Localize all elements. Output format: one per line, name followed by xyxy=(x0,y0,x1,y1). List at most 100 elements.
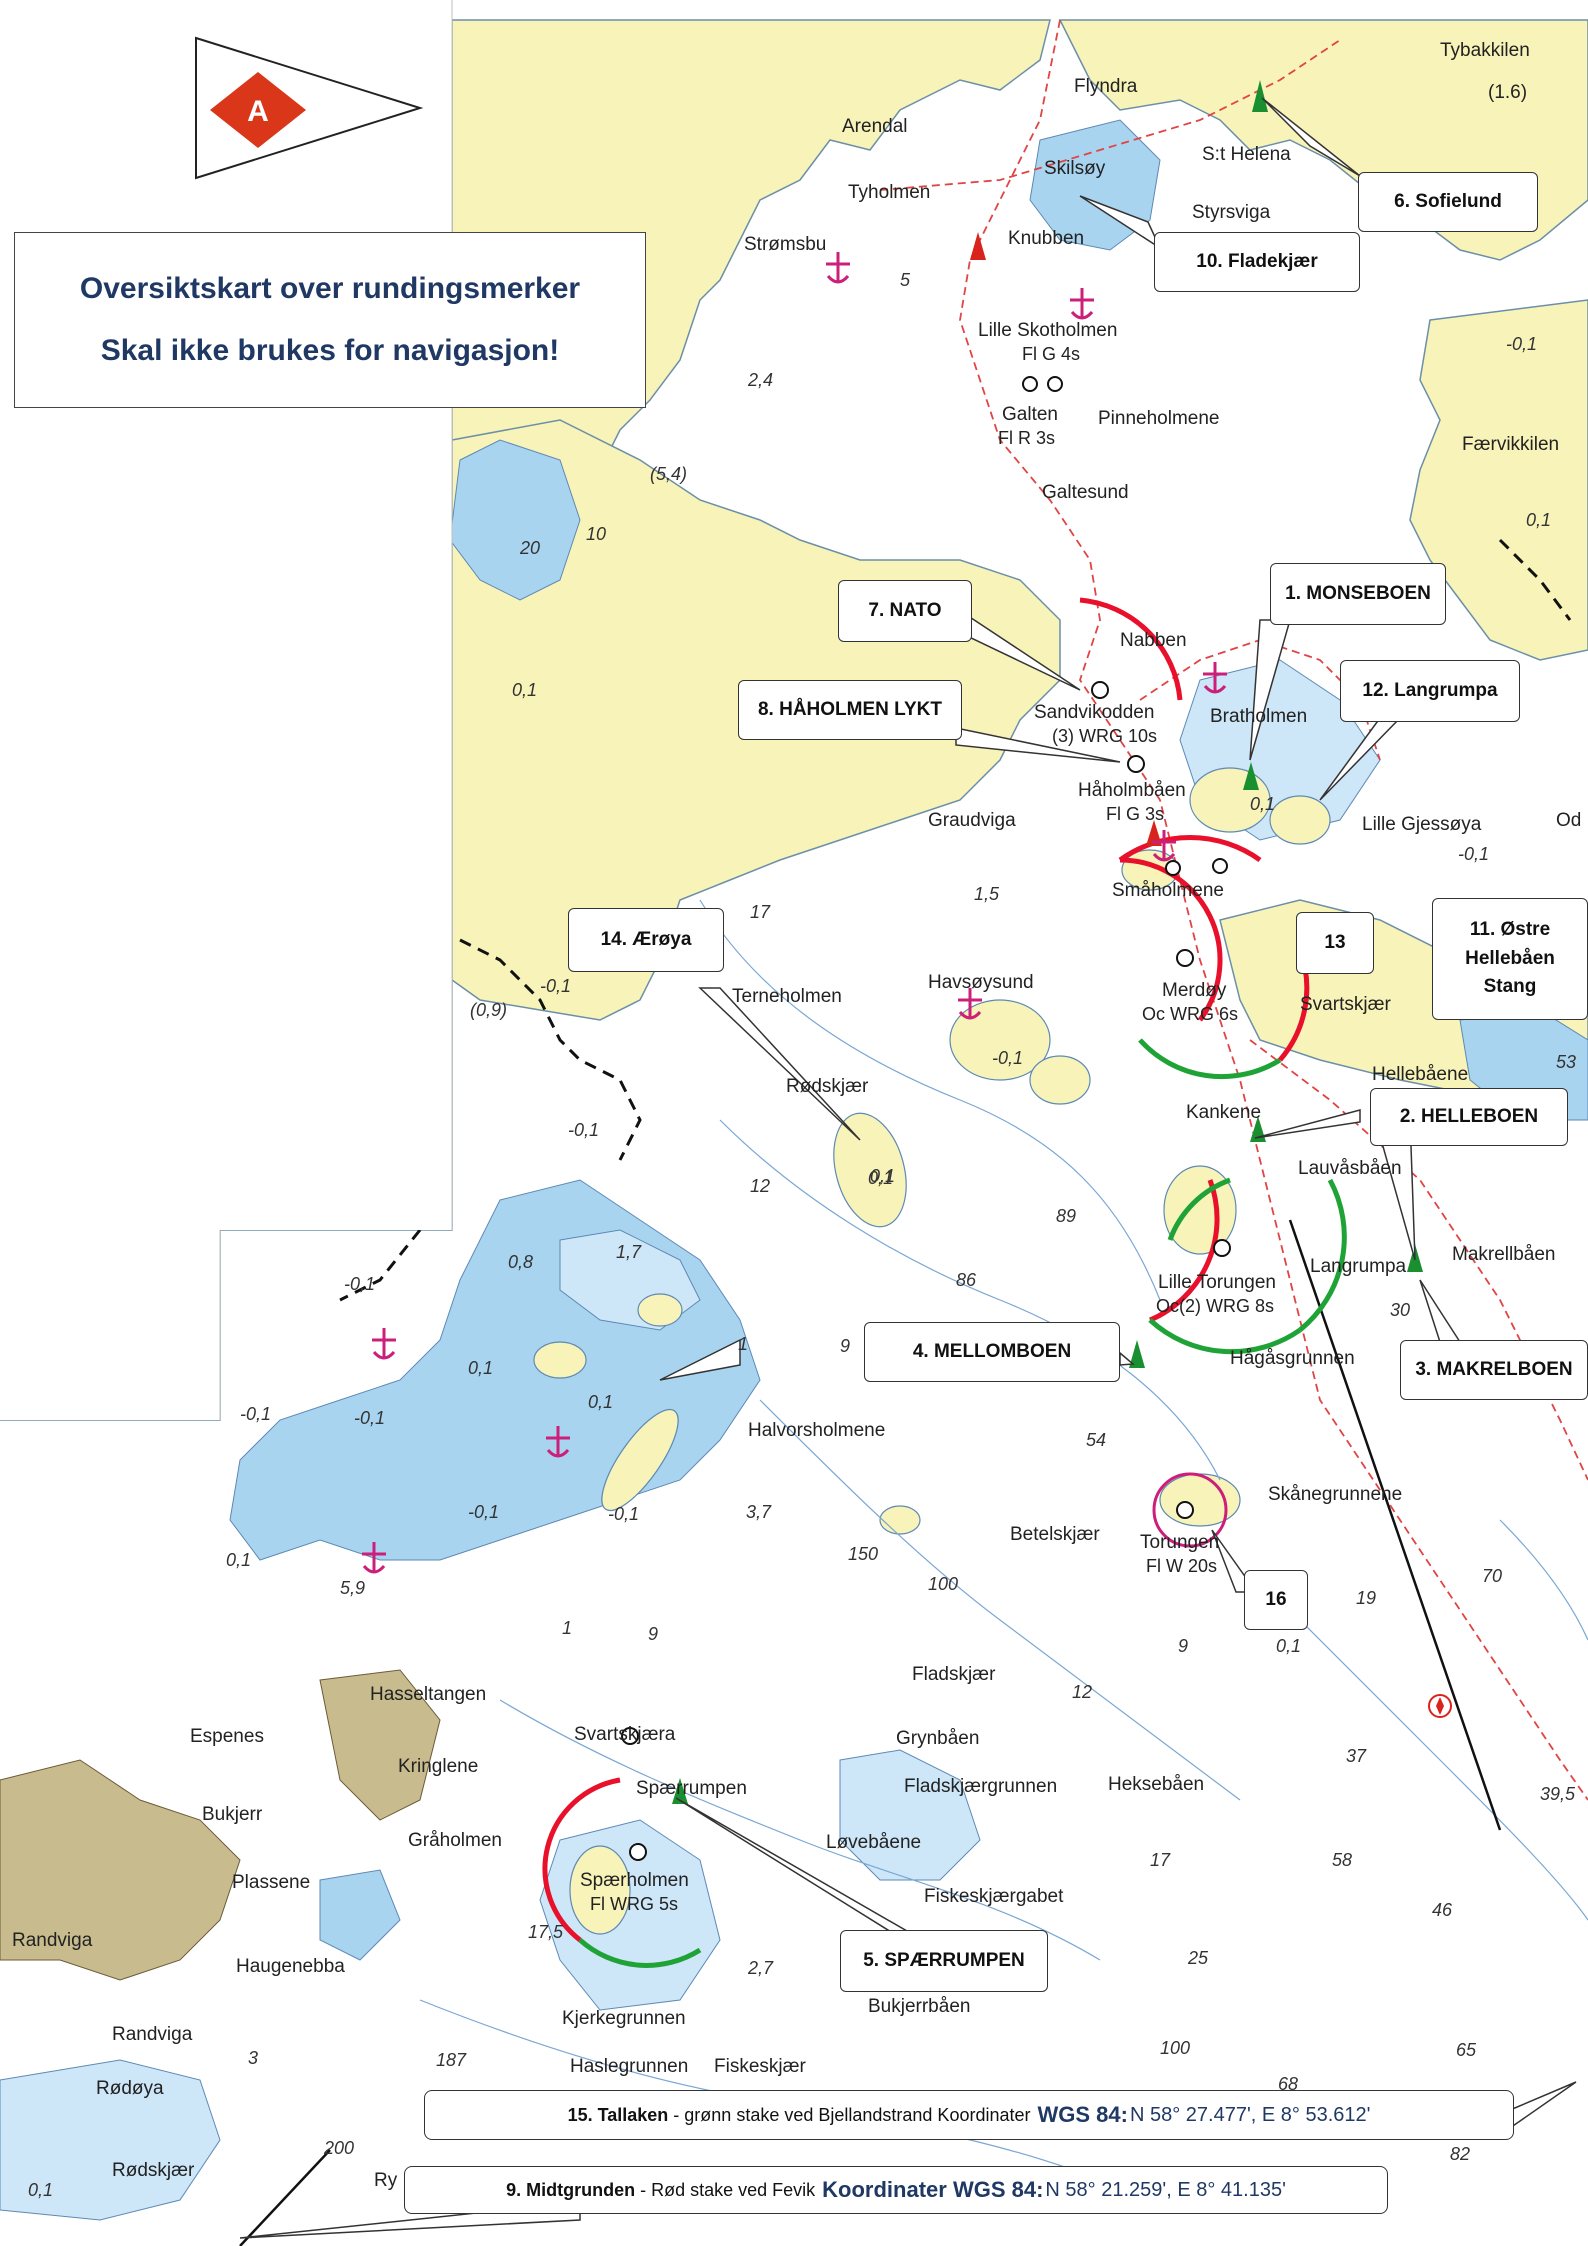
depth-label: 0,1 xyxy=(468,1358,493,1378)
callout-7-nato: 7. NATO xyxy=(838,580,972,642)
label-od: Od xyxy=(1556,810,1581,831)
label-rodskjaer-sw: Rødskjær xyxy=(112,2160,195,2181)
depth-label: 1,7 xyxy=(616,1242,642,1262)
label-hagasgrunnen: Hågåsgrunnen xyxy=(1230,1348,1355,1369)
label-lauvasbaen: Lauvåsbåen xyxy=(1298,1158,1402,1179)
label-rodoya: Rødøya xyxy=(96,2078,164,2099)
depth-label: 0,8 xyxy=(508,1252,533,1272)
depth-label: 82 xyxy=(1450,2144,1470,2164)
depth-label: 39,5 xyxy=(1540,1784,1576,1804)
label-haholmbaen-light: Fl G 3s xyxy=(1106,804,1164,824)
title-box: Oversiktskart over rundingsmerker Skal i… xyxy=(14,232,646,408)
label-galtesund: Galtesund xyxy=(1042,482,1129,503)
label-galten: Galten xyxy=(1002,404,1058,425)
depth-label: 5 xyxy=(900,270,911,290)
callout-11-line3: Stang xyxy=(1483,976,1537,998)
label-haugenebba: Haugenebba xyxy=(236,1956,345,1977)
depth-label: 17 xyxy=(1150,1850,1171,1870)
label-hellebaene: Hellebåene xyxy=(1372,1064,1468,1085)
label-sandvikodden-light: (3) WRG 10s xyxy=(1052,726,1157,746)
label-plassene: Plassene xyxy=(232,1872,310,1893)
label-grynbaen: Grynbåen xyxy=(896,1728,979,1749)
info-15-desc: - grønn stake ved Bjellandstrand Koordin… xyxy=(668,2104,1036,2125)
info-15-label: 15. Tallaken xyxy=(567,2104,669,2125)
depth-label: 9 xyxy=(648,1624,658,1644)
label-tyholmen: Tyholmen xyxy=(848,182,930,203)
label-smaholmene: Småholmene xyxy=(1112,880,1224,901)
depth-label: 37 xyxy=(1346,1746,1367,1766)
depth-label: -0,1 xyxy=(540,976,571,996)
depth-label: 0,1 xyxy=(512,680,537,700)
depth-label: 17,5 xyxy=(528,1922,564,1942)
label-fiskeskjaer: Fiskeskjær xyxy=(714,2056,807,2077)
label-svartskjaer: Svartskjær xyxy=(1300,994,1391,1015)
depth-label: 70 xyxy=(1482,1566,1502,1586)
info-9-label: 9. Midtgrunden xyxy=(506,2179,636,2200)
depth-label: -0,1 xyxy=(568,1120,599,1140)
callout-3-makrelboen: 3. MAKRELBOEN xyxy=(1400,1340,1588,1400)
label-nabben: Nabben xyxy=(1120,630,1187,651)
depth-label: 30 xyxy=(1390,1300,1410,1320)
depth-label: -0,1 xyxy=(240,1404,271,1424)
light-sectors xyxy=(542,597,1347,1968)
label-graudviga: Graudviga xyxy=(928,810,1016,831)
depth-label: 100 xyxy=(1160,2038,1190,2058)
label-merdoy: Merdøy xyxy=(1162,980,1227,1001)
callout-11-ostre-hellebaen: 11. Østre Hellebåen Stang xyxy=(1432,898,1588,1020)
info-9-desc: - Rød stake ved Fevik xyxy=(635,2179,821,2200)
depth-label: 58 xyxy=(1332,1850,1352,1870)
depth-label: -0,1 xyxy=(1506,334,1537,354)
label-espenes: Espenes xyxy=(190,1726,264,1747)
depth-label: 10 xyxy=(586,524,606,544)
label-langrumpa: Langrumpa xyxy=(1310,1256,1407,1277)
callout-11-line1: 11. Østre xyxy=(1469,919,1551,941)
label-randviga-west: Randviga xyxy=(12,1930,93,1951)
label-bukjerr: Bukjerr xyxy=(202,1804,263,1825)
label-lille-skotholmen-light: Fl G 4s xyxy=(1022,344,1080,364)
label-heksebaen: Heksebåen xyxy=(1108,1774,1204,1795)
label-farvikkilen: Færvikkilen xyxy=(1462,434,1559,455)
label-makrellbaen: Makrellbåen xyxy=(1452,1244,1556,1265)
callout-2-helleboen: 2. HELLEBOEN xyxy=(1370,1088,1568,1146)
callout-12-langrumpa: 12. Langrumpa xyxy=(1340,660,1520,722)
label-tybakkilen-depth: (1.6) xyxy=(1488,82,1527,103)
info-15-coord: N 58° 27.477', E 8° 53.612' xyxy=(1129,2103,1371,2126)
page-margin-left xyxy=(0,1230,452,1420)
label-knubben: Knubben xyxy=(1008,228,1084,249)
depth-label: 0,1 xyxy=(1526,510,1551,530)
label-pinneholmene: Pinneholmene xyxy=(1098,408,1219,429)
label-bratholmen: Bratholmen xyxy=(1210,706,1307,727)
label-lille-skotholmen: Lille Skotholmen xyxy=(978,320,1117,341)
depth-label: -0,1 xyxy=(992,1048,1023,1068)
label-torungen: Torungen xyxy=(1140,1532,1219,1553)
dark-land xyxy=(0,1669,441,1981)
page-margin-top-left xyxy=(0,0,452,1230)
callout-11-line2: Hellebåen xyxy=(1465,947,1555,969)
title-line-2: Skal ikke brukes for navigasjon! xyxy=(100,334,560,367)
depth-label: 54 xyxy=(1086,1430,1106,1450)
depth-label: 3,7 xyxy=(746,1502,772,1522)
callout-10-fladekjaer: 10. Fladekjær xyxy=(1154,232,1360,292)
label-lille-torungen: Lille Torungen xyxy=(1158,1272,1276,1293)
info-15-tallaken: 15. Tallaken - grønn stake ved Bjellands… xyxy=(424,2090,1514,2140)
label-fladskjaer: Fladskjær xyxy=(912,1664,996,1685)
depth-label: 20 xyxy=(519,538,540,558)
depth-label: 3 xyxy=(248,2048,258,2068)
info-15-wgs: WGS 84: xyxy=(1037,2102,1128,2127)
depth-label: -0,1 xyxy=(344,1274,375,1294)
label-styrsviga: Styrsviga xyxy=(1192,202,1271,223)
label-lille-torungen-light: Oc(2) WRG 8s xyxy=(1156,1296,1274,1316)
leading-line-sw xyxy=(239,2149,331,2246)
depth-label: 100 xyxy=(928,1574,958,1594)
label-flyndra: Flyndra xyxy=(1074,76,1138,97)
label-sparholmen-light: Fl WRG 5s xyxy=(590,1894,678,1914)
depth-label: 2,7 xyxy=(747,1958,774,1978)
anchor-icons xyxy=(362,252,1227,1574)
depth-label: 89 xyxy=(1056,1206,1076,1226)
label-haholmbaen: Håholmbåen xyxy=(1078,780,1186,801)
label-lille-gjessoya: Lille Gjessøya xyxy=(1362,814,1482,835)
label-arendal: Arendal xyxy=(842,116,908,137)
depth-label: 0,1 xyxy=(868,1168,893,1188)
depth-label: 5,9 xyxy=(340,1578,365,1598)
